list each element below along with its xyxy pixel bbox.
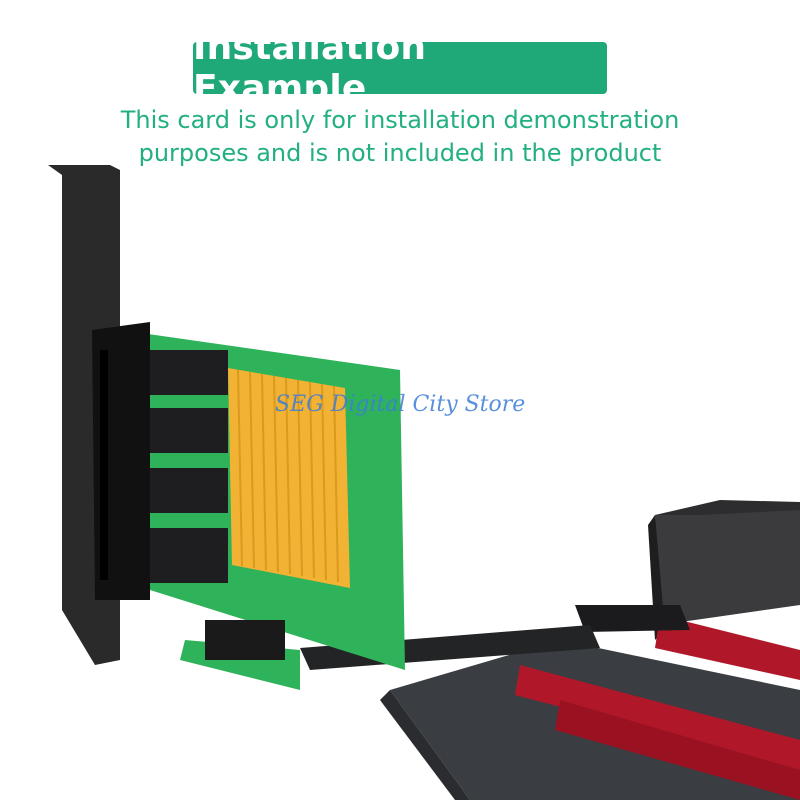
store-watermark: SEG Digital City Store [275, 392, 526, 417]
heatsink [228, 368, 350, 588]
disclaimer-line-1: This card is only for installation demon… [120, 106, 680, 134]
disclaimer-text: This card is only for installation demon… [0, 104, 800, 170]
disclaimer-line-2: purposes and is not included in the prod… [138, 139, 662, 167]
motherboard-pcie-slot [575, 605, 690, 632]
cpu-cooler [648, 500, 800, 640]
pcie-bracket [48, 165, 150, 665]
dimm-slots [515, 615, 800, 800]
banner-title: Installation Example [193, 27, 427, 109]
sff-connectors [148, 350, 228, 583]
installation-example-banner: Installation Example [193, 27, 607, 109]
